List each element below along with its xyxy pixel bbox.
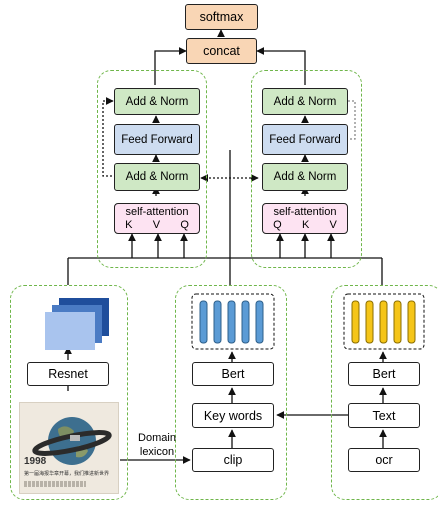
domain-lexicon-label: Domain lexicon [127,431,187,459]
left-transformer-group [97,70,207,268]
left-self-attention-label: self-attention [125,206,189,218]
text-bert-box: Bert [348,362,420,386]
left-input-v: V [152,219,161,231]
middle-branch-group [175,285,287,500]
right-feed-forward: Feed Forward [262,124,348,155]
globe-illustration [32,417,112,465]
bert-feature-bars-text [343,293,425,350]
middle-bert-box: Bert [192,362,274,386]
poster-year: 1998 [24,456,47,467]
resnet-feature-maps [45,298,109,350]
right-input-k: K [301,219,310,231]
concat-box: concat [186,38,257,64]
input-poster-image: 1998 第一届海报华章开幕，我们推进新世界 [19,402,119,494]
bert-feature-bars-middle [191,293,275,350]
text-branch-group [331,285,438,500]
left-input-k: K [125,219,133,231]
left-input-q: Q [180,219,189,231]
right-input-q: Q [273,219,282,231]
left-feed-forward: Feed Forward [114,124,200,155]
right-transformer-group [251,70,362,268]
resnet-box: Resnet [27,362,109,386]
arrow-left-concat [154,47,187,85]
right-input-v: V [329,219,337,231]
poster-caption: 第一届海报华章开幕，我们推进新世界 [24,471,110,477]
left-add-norm-bottom: Add & Norm [114,163,200,191]
arrow-right-concat [256,47,306,85]
left-add-norm-top: Add & Norm [114,88,200,115]
right-add-norm-bottom: Add & Norm [262,163,348,191]
poster-fine-print [24,481,86,487]
right-add-norm-top: Add & Norm [262,88,348,115]
key-words-box: Key words [192,403,274,428]
right-self-attention-label: self-attention [273,206,337,218]
image-branch-group [10,285,128,500]
clip-box: clip [192,448,274,472]
text-box: Text [348,403,420,428]
left-self-attention: self-attention K V Q [114,203,200,234]
right-self-attention: self-attention Q K V [262,203,348,234]
softmax-box: softmax [185,4,258,30]
ocr-box: ocr [348,448,420,472]
domain-lexicon-line1: Domain [138,432,176,444]
domain-lexicon-line2: lexicon [139,446,175,458]
